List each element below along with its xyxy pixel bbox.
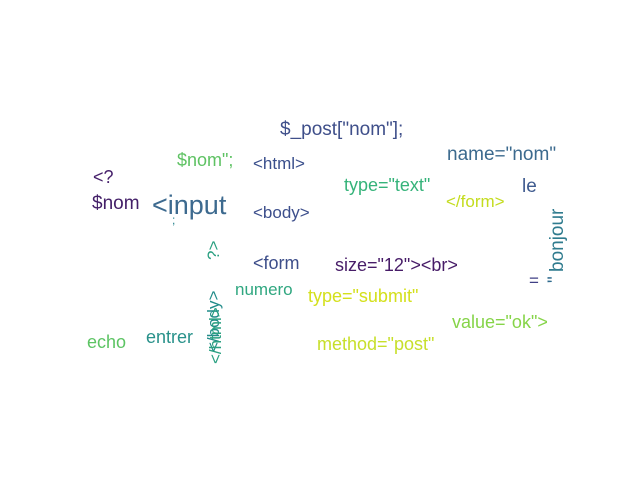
word-type-submit: type="submit" (308, 286, 419, 306)
word-quote: " (545, 276, 566, 283)
word-input: <input (152, 190, 227, 220)
word-php-close: ?> (204, 240, 223, 260)
word-entrer: entrer (146, 327, 194, 347)
word-numero: numero (235, 280, 293, 299)
word-php-open: <? (93, 167, 114, 187)
word-form-open: <form (253, 253, 300, 273)
word-method-post: method="post" (317, 334, 435, 354)
word-nom-quote: $nom"; (177, 150, 234, 170)
word-post-nom: $_post["nom"]; (280, 119, 404, 140)
word-form-close: </form> (446, 192, 505, 211)
word-body-open: <body> (253, 203, 310, 222)
word-semicolon: ; (172, 213, 176, 227)
word-echo: echo (87, 332, 127, 352)
word-type-text: type="text" (344, 175, 431, 195)
word-html-open: <html> (253, 154, 305, 173)
word-le: le (522, 176, 537, 197)
word-equals: = (529, 271, 539, 290)
word-nom-var: $nom (92, 193, 140, 214)
word-bonjour: bonjour (547, 208, 568, 272)
word-value-ok: value="ok"> (452, 312, 548, 332)
word-size-br: size="12"><br> (335, 255, 458, 275)
word-html-close: </html> (206, 307, 225, 364)
word-name-nom: name="nom" (447, 144, 557, 165)
